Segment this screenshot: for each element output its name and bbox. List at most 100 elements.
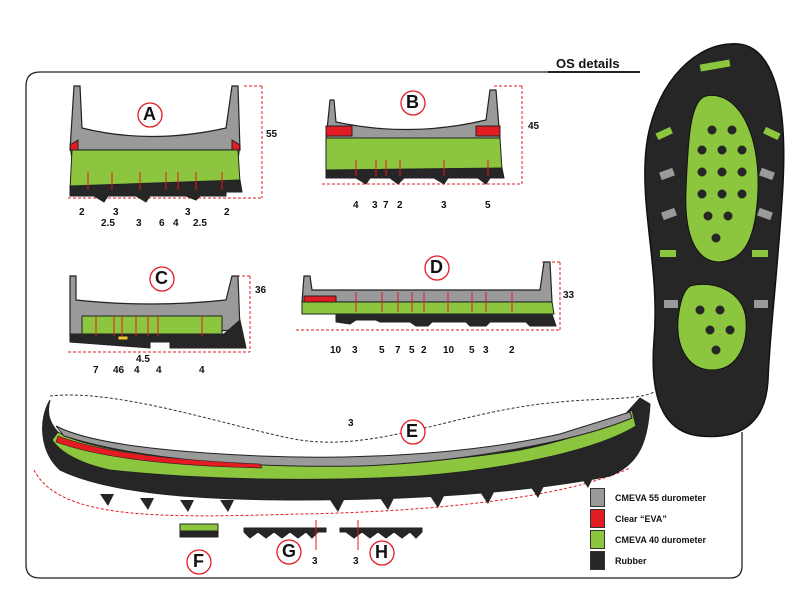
measure-label: 5 <box>485 200 491 211</box>
legend-item-clear-eva: Clear “EVA” <box>590 509 667 528</box>
measure-label: 7 <box>383 200 389 211</box>
circled-letter-icon <box>424 255 450 281</box>
rubber-layer <box>179 530 219 538</box>
legend-label: CMEVA 55 durometer <box>615 492 707 503</box>
measure-label: 6 <box>159 218 165 229</box>
measure-label: 2 <box>421 345 427 356</box>
section-a-height: 55 <box>266 129 278 140</box>
clear-eva-layer <box>303 295 337 303</box>
circled-letter-icon <box>400 419 426 445</box>
measure-label: 7 <box>93 365 99 376</box>
measure-ticks <box>87 172 223 190</box>
section-d-letter: D <box>430 257 443 277</box>
cmeva40-layer <box>81 315 223 337</box>
measure-label: 2.5 <box>193 218 207 229</box>
measure-label: 2 <box>509 345 515 356</box>
legend-swatch <box>590 488 605 507</box>
legend-swatch <box>590 551 605 570</box>
section-d-height: 33 <box>563 290 575 301</box>
legend-item-rubber: Rubber <box>590 551 647 570</box>
measure-label: 3 <box>185 207 191 218</box>
clear-eva-layer <box>325 125 353 137</box>
cmeva40-layer <box>179 523 219 532</box>
measure-label: 5 <box>409 345 415 356</box>
measure-label: 2 <box>397 200 403 211</box>
section-b-letter: B <box>406 92 419 112</box>
section-b-height: 45 <box>528 121 540 132</box>
measure-label: 7 <box>395 345 401 356</box>
section-h-letter: H <box>375 542 388 562</box>
measure-label: 3 <box>352 345 358 356</box>
measure-label: 3 <box>372 200 378 211</box>
section-e-letter: E <box>406 421 419 441</box>
legend-item-cmeva40: CMEVA 40 durometer <box>590 530 706 549</box>
section-e <box>33 391 655 517</box>
cmeva55-layer <box>69 85 241 151</box>
section-c-height: 36 <box>255 285 267 296</box>
measure-label: 4 <box>134 365 140 376</box>
measure-label: 2 <box>79 207 85 218</box>
section-f <box>179 523 219 575</box>
clear-eva-layer <box>475 125 501 137</box>
circled-letter-icon <box>186 549 212 575</box>
legend-label: Clear “EVA” <box>615 513 667 524</box>
insert-marker <box>117 335 129 341</box>
measure-label: 2.5 <box>101 218 115 229</box>
measure-label: 5 <box>379 345 385 356</box>
measure-label: 3 <box>353 556 359 567</box>
section-g-letter: G <box>282 541 297 561</box>
measure-label: 4 <box>156 365 162 376</box>
rubber-layer <box>243 527 327 539</box>
measure-label: 3 <box>483 345 489 356</box>
measure-label: 4 <box>173 218 179 229</box>
measure-label: 4.5 <box>136 354 150 365</box>
cmeva55-layer <box>325 89 501 141</box>
page-title: OS details <box>556 56 620 71</box>
cmeva40-layer <box>301 301 555 315</box>
circled-letter-icon <box>137 102 163 128</box>
section-c-letter: C <box>155 268 168 288</box>
section-a <box>68 85 263 203</box>
measure-ticks <box>355 160 489 176</box>
circled-letter-icon <box>400 90 426 116</box>
section-h <box>339 520 423 566</box>
measure-ticks <box>95 316 203 336</box>
upper-outline <box>49 391 655 443</box>
rubber-layer <box>325 167 505 185</box>
measure-label: 4 <box>199 365 205 376</box>
measure-label: 3 <box>441 200 447 211</box>
lug-row <box>100 476 594 512</box>
dimension-line <box>33 467 631 517</box>
section-a-letter: A <box>143 104 156 124</box>
circled-letter-icon <box>369 540 395 566</box>
section-d <box>296 255 561 331</box>
measure-label: 10 <box>330 345 342 356</box>
measure-label: 10 <box>443 345 455 356</box>
measure-label: 4 <box>353 200 359 211</box>
measure-label: 3 <box>312 556 318 567</box>
legend-swatch <box>590 509 605 528</box>
shoe-outsole-icon <box>644 43 785 438</box>
measure-label: 2 <box>224 207 230 218</box>
section-f-letter: F <box>193 551 204 571</box>
rubber-layer <box>69 179 243 203</box>
measure-label: 3 <box>136 218 142 229</box>
section-g <box>243 520 327 565</box>
measure-label: 46 <box>113 365 125 376</box>
measure-label: 3 <box>113 207 119 218</box>
legend-label: Rubber <box>615 555 647 566</box>
frame-border <box>25 71 743 579</box>
rubber-layer <box>339 527 423 539</box>
section-c <box>68 266 251 353</box>
circled-letter-icon <box>276 539 302 565</box>
measure-label: 3 <box>348 418 354 429</box>
legend-item-cmeva55: CMEVA 55 durometer <box>590 488 706 507</box>
measure-ticks <box>355 292 513 312</box>
legend-swatch <box>590 530 605 549</box>
circled-letter-icon <box>149 266 175 292</box>
measure-label: 5 <box>469 345 475 356</box>
rubber-layer <box>335 313 557 327</box>
legend-label: CMEVA 40 durometer <box>615 534 707 545</box>
